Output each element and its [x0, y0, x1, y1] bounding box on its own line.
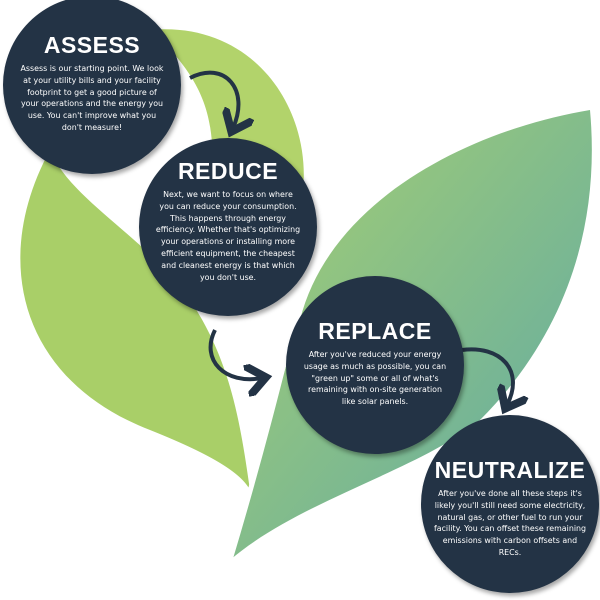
step-replace: REPLACE After you've reduced your energy…	[286, 276, 464, 454]
arrow-replace-to-neutralize	[461, 347, 513, 405]
step-title: ASSESS	[43, 32, 141, 58]
step-title: NEUTRALIZE	[434, 457, 586, 483]
step-neutralize: NEUTRALIZE After you've done all these s…	[421, 415, 599, 593]
step-description: Next, we want to focus on where you can …	[155, 190, 301, 282]
left-leaf	[20, 150, 251, 490]
step-title: REDUCE	[177, 158, 279, 184]
step-assess: ASSESS Assess is our starting point. We …	[3, 0, 181, 174]
step-description: Assess is our starting point. We look at…	[20, 64, 164, 132]
arrow-reduce-to-replace	[208, 329, 262, 379]
step-description: After you've done all these steps it's l…	[433, 489, 587, 557]
arrow-assess-to-reduce	[189, 70, 238, 128]
step-reduce: REDUCE Next, we want to focus on where y…	[139, 138, 317, 316]
step-description: After you've reduced your energy usage a…	[303, 350, 447, 407]
step-title: REPLACE	[318, 318, 432, 344]
